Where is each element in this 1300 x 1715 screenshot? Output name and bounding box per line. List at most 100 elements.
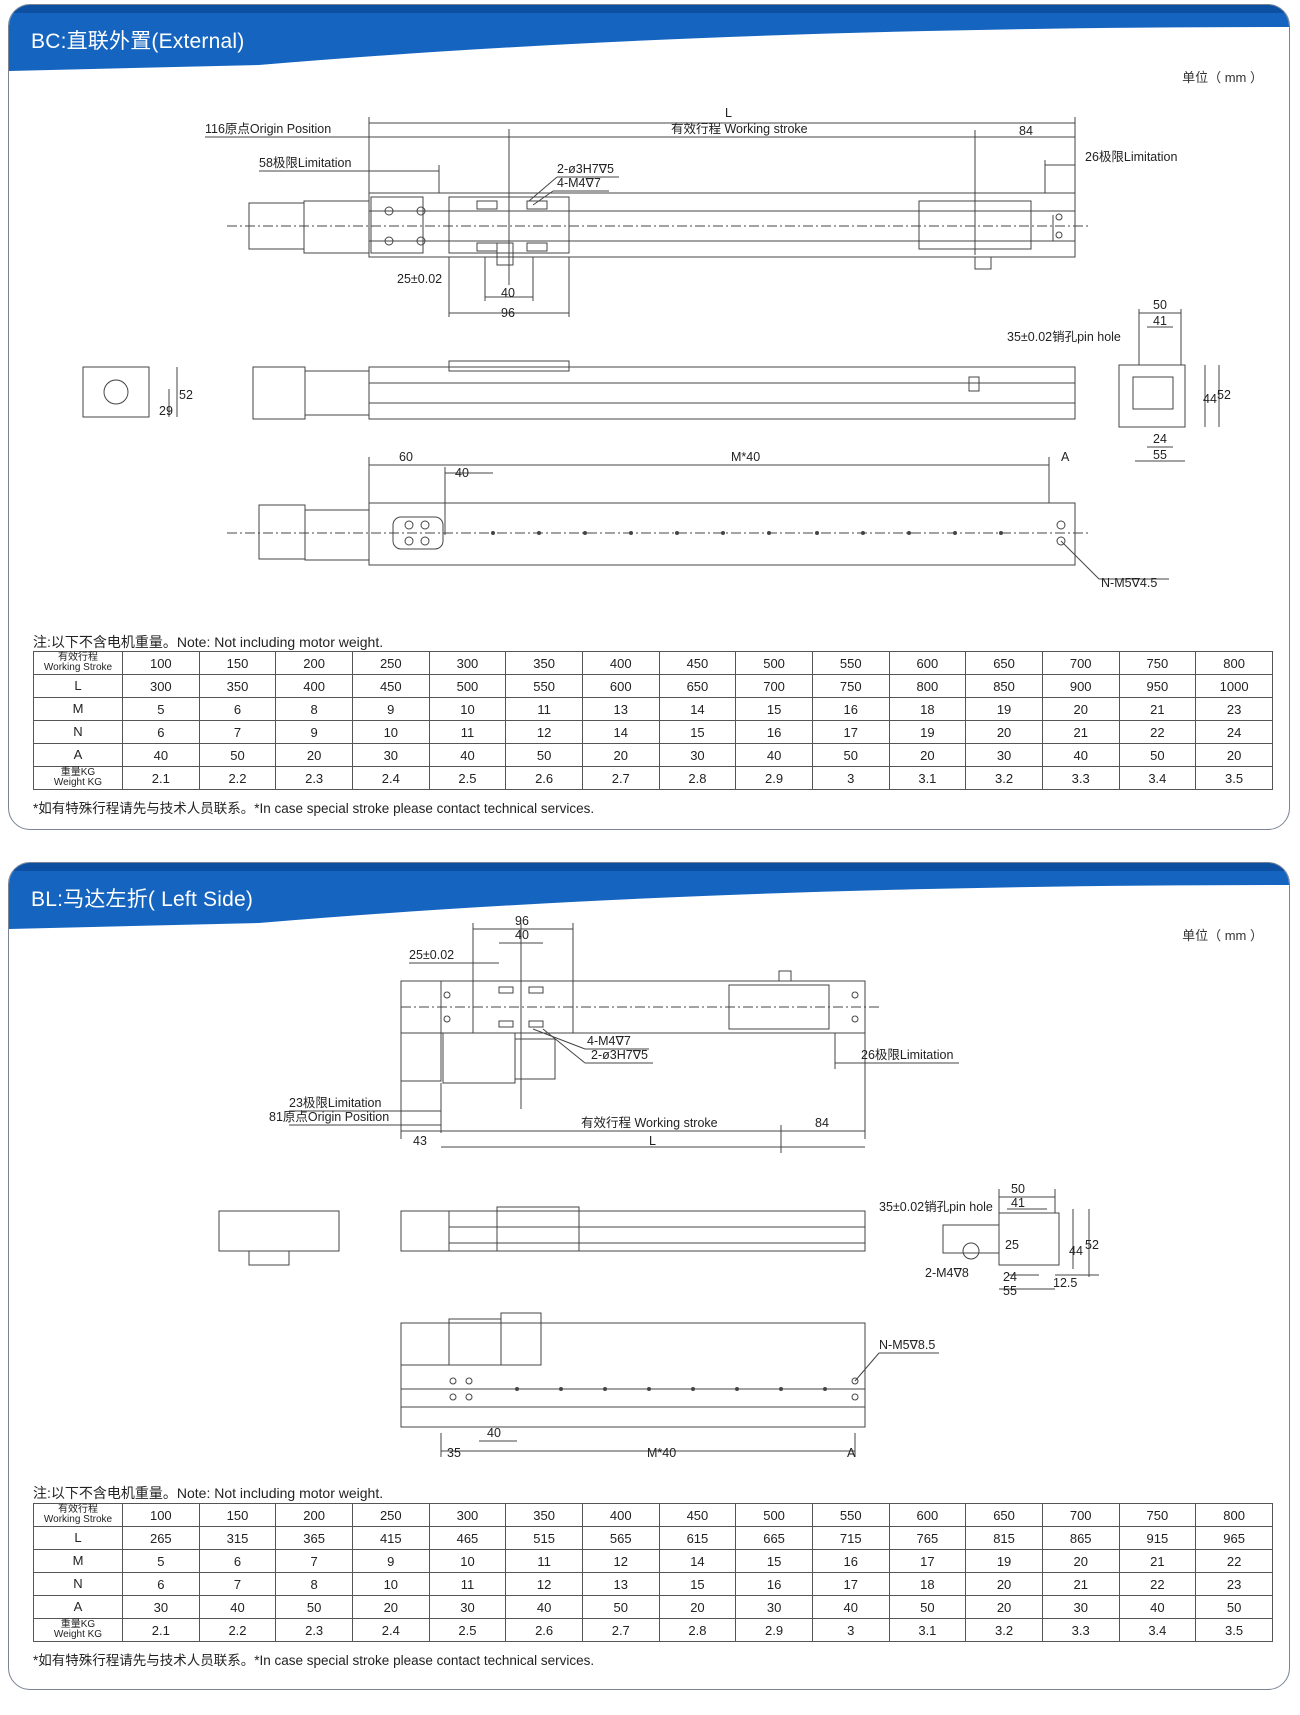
table-cell: 30 (428, 1595, 507, 1619)
section-bl-left-side: BL:马达左折( Left Side) 单位（ mm ） (8, 862, 1290, 1690)
dim-12-5: 12.5 (1053, 1276, 1077, 1290)
dim-84: 84 (815, 1116, 829, 1130)
label-limitation-left: 58极限Limitation (259, 156, 351, 170)
table-cell: 550 (811, 1503, 890, 1527)
label-origin-position: 116原点Origin Position (205, 122, 331, 136)
table-cell: 10 (351, 1572, 430, 1596)
dim-60: 60 (399, 450, 413, 464)
footnote-special-stroke: *如有特殊行程请先与技术人员联系。*In case special stroke… (33, 801, 595, 816)
table-cell: 50 (275, 1595, 353, 1619)
table-cell: 3.5 (1195, 766, 1273, 790)
table-cell: 7 (198, 720, 277, 744)
table-cell: 22 (1118, 1572, 1197, 1596)
table-cell: 8 (275, 697, 353, 721)
dim-55: 55 (1153, 448, 1167, 462)
row-header-text: A (73, 747, 83, 762)
table-cell: 800 (1195, 1503, 1273, 1527)
table-cell: 50 (1195, 1595, 1273, 1619)
table-cell: 615 (658, 1526, 737, 1550)
table-cell: 700 (735, 674, 813, 698)
table-cell: 3.3 (1041, 1618, 1120, 1642)
table-cell: 3.1 (888, 766, 967, 790)
end-view-right (1118, 364, 1186, 428)
rail-body-top-view (400, 980, 866, 1034)
table-cell: 16 (811, 697, 890, 721)
row-header-text: 重量KG (60, 767, 96, 778)
table-cell: 3.2 (965, 1618, 1043, 1642)
dim-L: L (725, 106, 732, 120)
table-cell: 20 (351, 1595, 430, 1619)
table-cell: 12 (581, 1549, 660, 1573)
table-cell: 500 (735, 651, 813, 675)
dim-35: 35 (447, 1446, 461, 1460)
rail-body-side-view (400, 1210, 866, 1252)
dim-84: 84 (1019, 124, 1033, 138)
table-cell: 14 (581, 720, 660, 744)
dim-tolerance: 25±0.02 (397, 272, 442, 286)
table-cell: 450 (658, 1503, 737, 1527)
table-cell: 150 (198, 651, 277, 675)
table-cell: 515 (505, 1526, 583, 1550)
table-cell: 16 (735, 720, 813, 744)
table-cell: 2.1 (122, 1618, 200, 1642)
table-cell: 20 (275, 743, 353, 767)
table-cell: 650 (658, 674, 737, 698)
table-cell: 40 (198, 1595, 277, 1619)
table-cell: 20 (965, 720, 1043, 744)
dim-m40: M*40 (731, 450, 760, 464)
row-header: N (33, 1572, 123, 1596)
table-cell: 11 (505, 1549, 583, 1573)
row-header: A (33, 743, 123, 767)
table-cell: 20 (965, 1595, 1043, 1619)
dim-52-right: 52 (1217, 388, 1231, 402)
end-view-left (218, 1210, 340, 1252)
table-cell: 550 (505, 674, 583, 698)
row-header-text: Working Stroke (43, 662, 113, 673)
table-cell: 400 (581, 1503, 660, 1527)
dim-52-left: 52 (179, 388, 193, 402)
table-cell: 5 (122, 697, 200, 721)
label-limitation-left: 23极限Limitation (289, 1096, 381, 1110)
dim-96: 96 (515, 914, 529, 928)
table-cell: 40 (122, 743, 200, 767)
table-cell: 14 (658, 697, 737, 721)
dim-40-bottom: 40 (455, 466, 469, 480)
table-cell: 11 (428, 720, 507, 744)
row-header-text: Working Stroke (43, 1514, 113, 1525)
table-cell: 5 (122, 1549, 200, 1573)
table-cell: 15 (735, 697, 813, 721)
table-cell: 15 (658, 720, 737, 744)
table-cell: 17 (888, 1549, 967, 1573)
table-cell: 2.3 (275, 1618, 353, 1642)
note-motor-weight: 注:以下不含电机重量。Note: Not including motor wei… (33, 634, 384, 650)
row-header-text: M (72, 701, 84, 716)
dim-52: 52 (1085, 1238, 1099, 1252)
table-cell: 600 (888, 1503, 967, 1527)
table-cell: 315 (198, 1526, 277, 1550)
label-n-m5: N-M5∇8.5 (879, 1338, 935, 1352)
dim-44: 44 (1069, 1244, 1083, 1258)
dim-40: 40 (515, 928, 529, 942)
table-cell: 650 (965, 1503, 1043, 1527)
table-cell: 300 (122, 674, 200, 698)
table-cell: 10 (351, 720, 430, 744)
dim-40-bottom: 40 (487, 1426, 501, 1440)
table-cell: 815 (965, 1526, 1043, 1550)
table-cell: 600 (888, 651, 967, 675)
table-cell: 50 (505, 743, 583, 767)
table-cell: 750 (811, 674, 890, 698)
table-cell: 22 (1195, 1549, 1273, 1573)
table-cell: 500 (735, 1503, 813, 1527)
end-view-left (82, 366, 150, 418)
table-cell: 30 (122, 1595, 200, 1619)
table-cell: 20 (888, 743, 967, 767)
label-m4-thread: 4-M4∇7 (587, 1034, 631, 1048)
table-cell: 19 (888, 720, 967, 744)
dim-24: 24 (1153, 432, 1167, 446)
table-cell: 350 (198, 674, 277, 698)
